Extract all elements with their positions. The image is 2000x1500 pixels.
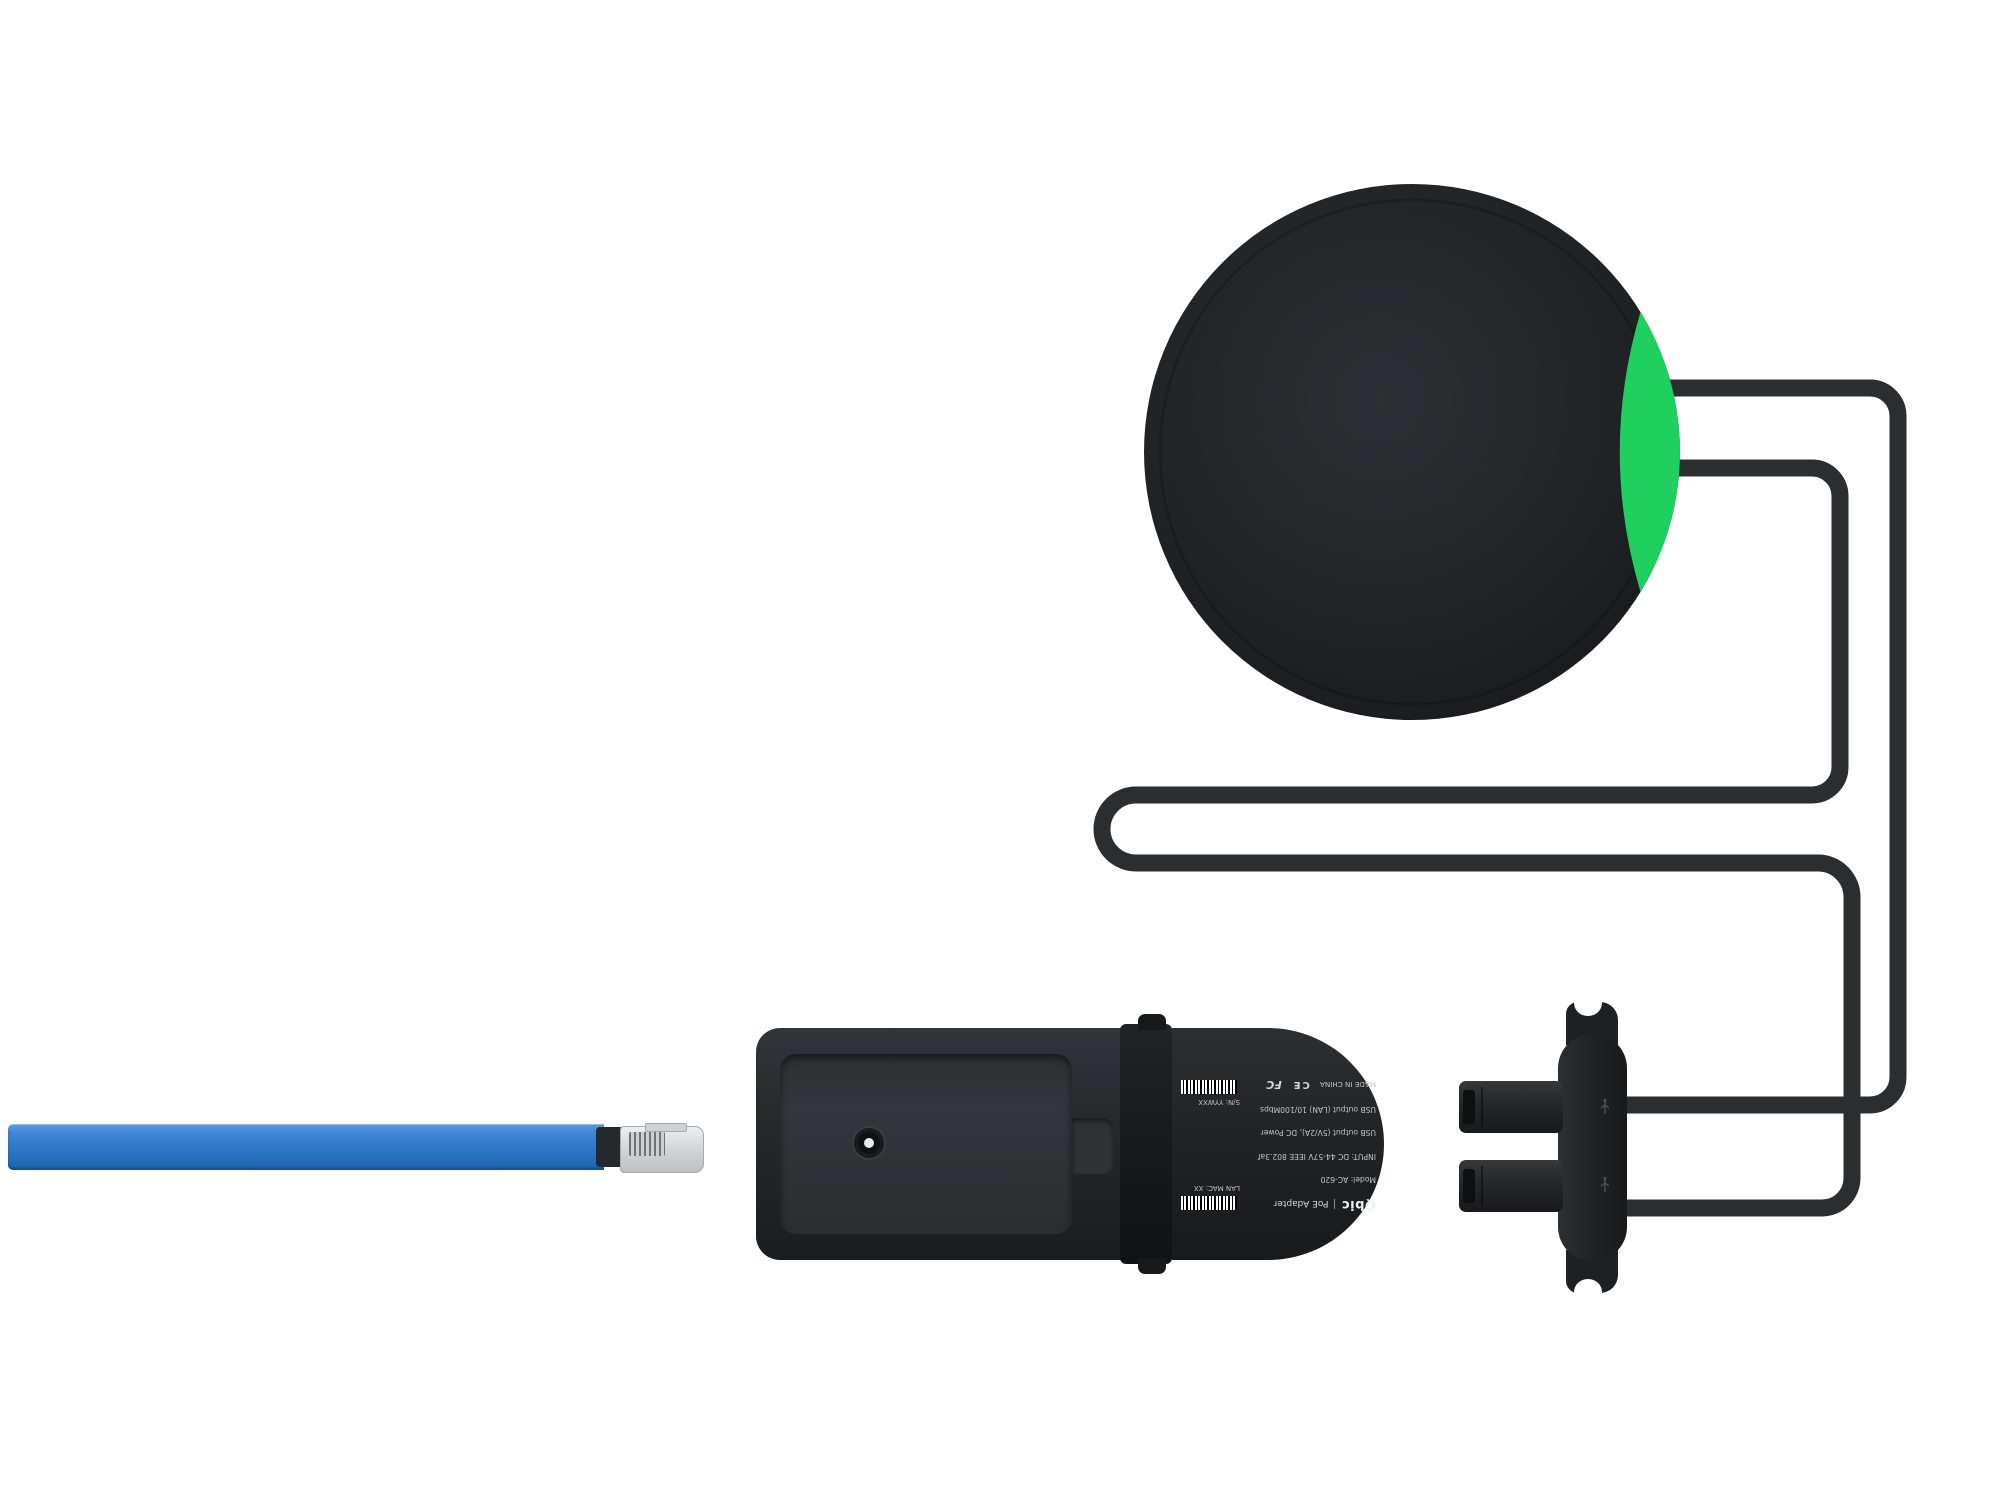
poe-adapter: Qbic PoE Adapter Model: AC-620 INPUT: DC… [756,1014,1384,1274]
label-model: Model: AC-620 [1320,1175,1376,1184]
usb-plug-tip [1463,1090,1475,1124]
label-text-column: Qbic PoE Adapter Model: AC-620 INPUT: DC… [1248,1078,1376,1212]
usb-trident-icon [1600,1099,1610,1114]
usb-trident-icon [1600,1177,1610,1192]
label-usb-lan-spec: USB output (LAN) 10/100Mbps [1260,1105,1376,1115]
adapter-label-cylinder: Qbic PoE Adapter Model: AC-620 INPUT: DC… [1172,1028,1384,1260]
fcc-mark: FC [1266,1078,1282,1091]
serial-block: S/N: YYWXX [1174,1078,1240,1106]
ethernet-cable-blue [8,1124,604,1170]
lan-mac-block: LAN MAC: XX [1174,1184,1240,1212]
usb-plug-seam [1481,1166,1483,1206]
certification-row: MADE IN CHINA CE FC [1248,1078,1376,1091]
rj45-strain-relief-boot [596,1127,624,1167]
serial-text: S/N: YYWXX [1198,1098,1240,1106]
usb-plug-seam [1481,1087,1483,1127]
device-cable-run-outer [1591,379,1907,1114]
rj45-port-recess [780,1054,1072,1234]
round-puck-device [1144,184,1680,720]
connector-bar [1558,1034,1627,1261]
collar-tab-bottom [1138,1258,1166,1274]
ce-mark: CE [1291,1079,1310,1090]
lan-mac-text: LAN MAC: XX [1193,1184,1240,1192]
device-cable-run-serpentine [1093,459,1861,1217]
recess-notch [1072,1118,1114,1174]
port-pilot-hole [854,1128,884,1158]
brand-row: Qbic PoE Adapter [1248,1197,1376,1212]
made-in-text: MADE IN CHINA [1319,1080,1376,1089]
rj45-latch [645,1123,687,1132]
green-led-accent [1619,312,1680,592]
adapter-collar [1120,1024,1172,1264]
rj45-pins [629,1132,665,1156]
rj45-connector [620,1123,704,1173]
adapter-label: Qbic PoE Adapter Model: AC-620 INPUT: DC… [1174,1078,1376,1212]
poe-adapter-port-housing [756,1028,1126,1260]
collar-tab-top [1138,1014,1166,1030]
usb-plug-bottom [1459,1160,1563,1212]
label-usb-power-spec: USB output (5V/2A), DC Power [1260,1128,1376,1138]
brand-logo: Qbic [1341,1197,1376,1212]
serial-barcode [1178,1078,1240,1096]
lan-mac-barcode [1178,1194,1240,1212]
brand-divider [1334,1199,1336,1210]
product-name: PoE Adapter [1273,1198,1329,1208]
label-barcode-column: LAN MAC: XX S/N: YYWXX [1174,1078,1240,1212]
usb-plug-tip [1463,1169,1475,1203]
usb-plug-top [1459,1081,1563,1133]
label-input-spec: INPUT: DC 44-57V IEEE 802.3af [1257,1151,1376,1161]
